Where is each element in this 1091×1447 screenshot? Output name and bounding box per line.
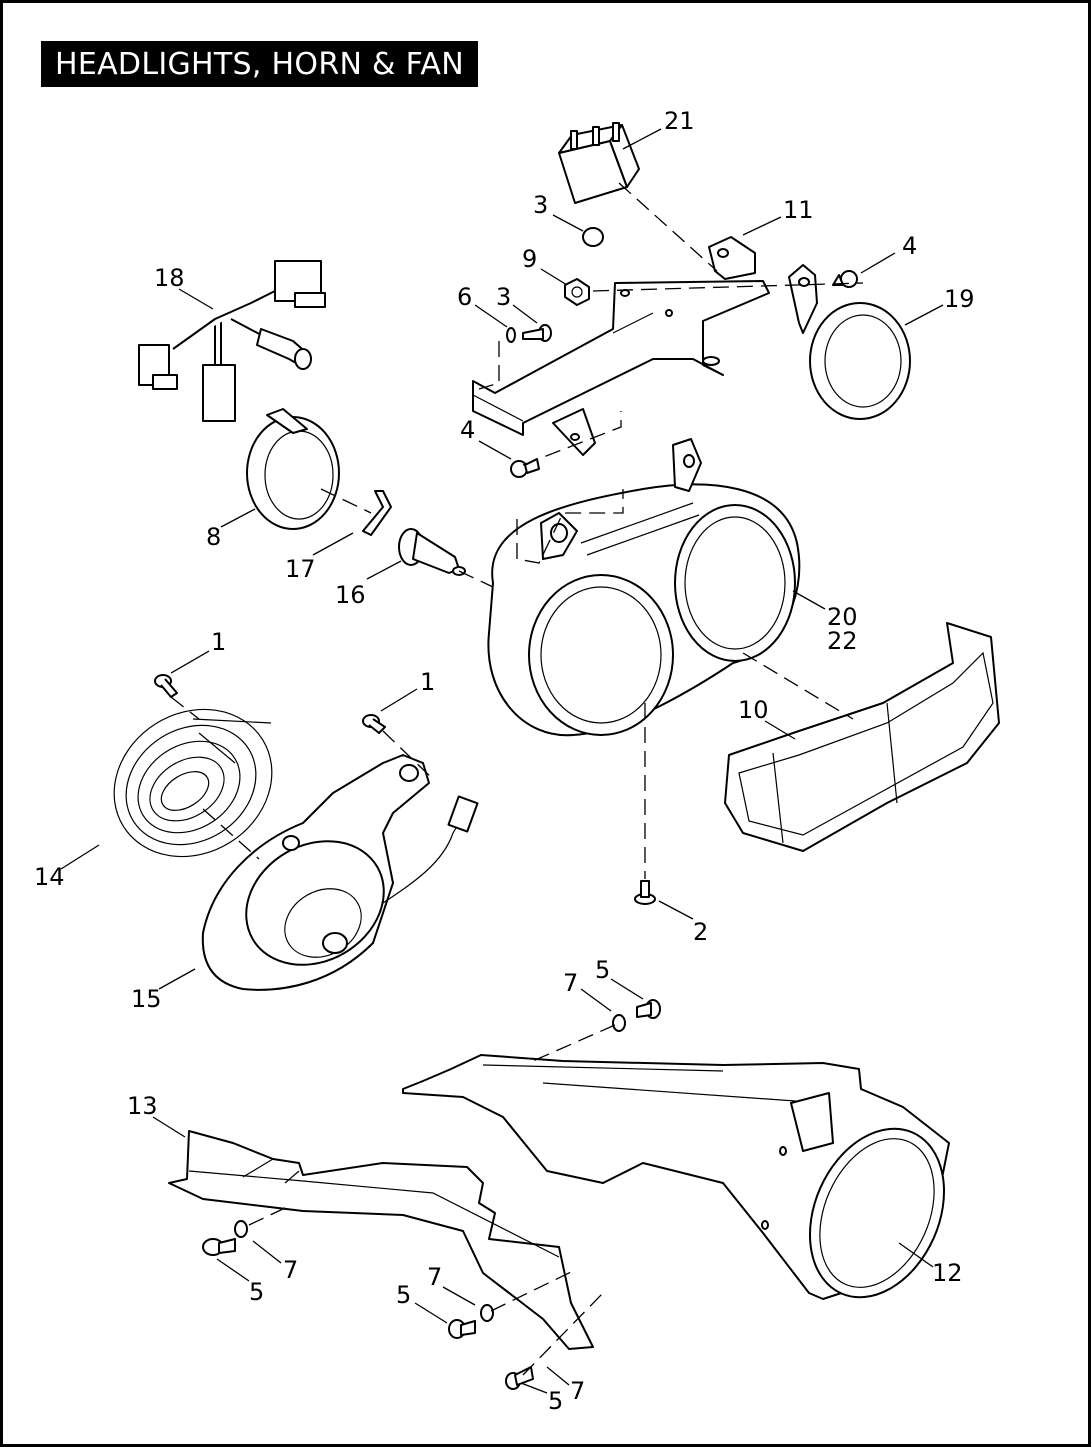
callout-7-bottom-washer: 7 xyxy=(570,1377,585,1405)
callout-3-bracket-screw: 3 xyxy=(496,283,511,311)
callout-8: 8 xyxy=(206,523,221,551)
callout-9: 9 xyxy=(522,245,537,273)
callout-4-bracket-screw: 4 xyxy=(460,416,475,444)
callout-2: 2 xyxy=(693,918,708,946)
callout-1-guard-screw: 1 xyxy=(211,628,226,656)
callout-12: 12 xyxy=(932,1259,963,1287)
exploded-view-drawing: 21 3 11 9 4 19 18 6 3 4 8 17 16 20 22 1 … xyxy=(34,107,1000,1415)
callout-4-horn-screw: 4 xyxy=(902,232,917,260)
headlamp-assembly-part xyxy=(487,438,801,737)
horn-part xyxy=(788,264,911,420)
callout-15: 15 xyxy=(131,985,162,1013)
callout-20: 20 xyxy=(827,603,858,631)
callout-5-left-screw: 5 xyxy=(249,1278,264,1306)
callout-7-left-washer: 7 xyxy=(283,1256,298,1284)
headlamp-bulb-part xyxy=(398,528,466,576)
callout-10: 10 xyxy=(738,696,769,724)
callout-18: 18 xyxy=(154,264,185,292)
callout-labels: 21 3 11 9 4 19 18 6 3 4 8 17 16 20 22 1 … xyxy=(34,107,975,1415)
assembly-lines xyxy=(170,182,864,1376)
air-deflector-part xyxy=(168,1130,594,1350)
wiring-harness-part xyxy=(138,260,326,422)
callout-7-mid-washer: 7 xyxy=(427,1263,442,1291)
diagram-title-box: HEADLIGHTS, HORN & FAN xyxy=(41,41,478,87)
callout-13: 13 xyxy=(127,1092,158,1120)
callout-1-fan-screw: 1 xyxy=(420,668,435,696)
callout-6: 6 xyxy=(457,283,472,311)
fan-shroud-part xyxy=(402,1054,950,1300)
callout-16: 16 xyxy=(335,581,366,609)
callout-3-relay-screw: 3 xyxy=(533,191,548,219)
spring-clip-part xyxy=(362,490,392,536)
callout-22: 22 xyxy=(827,627,858,655)
mounting-bracket xyxy=(472,236,770,456)
dust-cover-part xyxy=(246,408,340,530)
callout-21: 21 xyxy=(664,107,695,135)
callout-7-shroud-washer: 7 xyxy=(563,969,578,997)
callout-19: 19 xyxy=(944,285,975,313)
callout-5-shroud-screw: 5 xyxy=(595,956,610,984)
relay-part xyxy=(558,122,640,204)
callout-11: 11 xyxy=(783,196,814,224)
cooling-fan-part xyxy=(201,754,479,991)
callout-5-mid-screw: 5 xyxy=(396,1281,411,1309)
diagram-title: HEADLIGHTS, HORN & FAN xyxy=(55,46,464,82)
fan-guard-part xyxy=(113,708,273,858)
callout-14: 14 xyxy=(34,863,65,891)
leader-lines xyxy=(60,128,944,1394)
headlamp-trim-part xyxy=(724,622,1000,852)
callout-17: 17 xyxy=(285,555,316,583)
callout-5-bottom-screw: 5 xyxy=(548,1387,563,1415)
